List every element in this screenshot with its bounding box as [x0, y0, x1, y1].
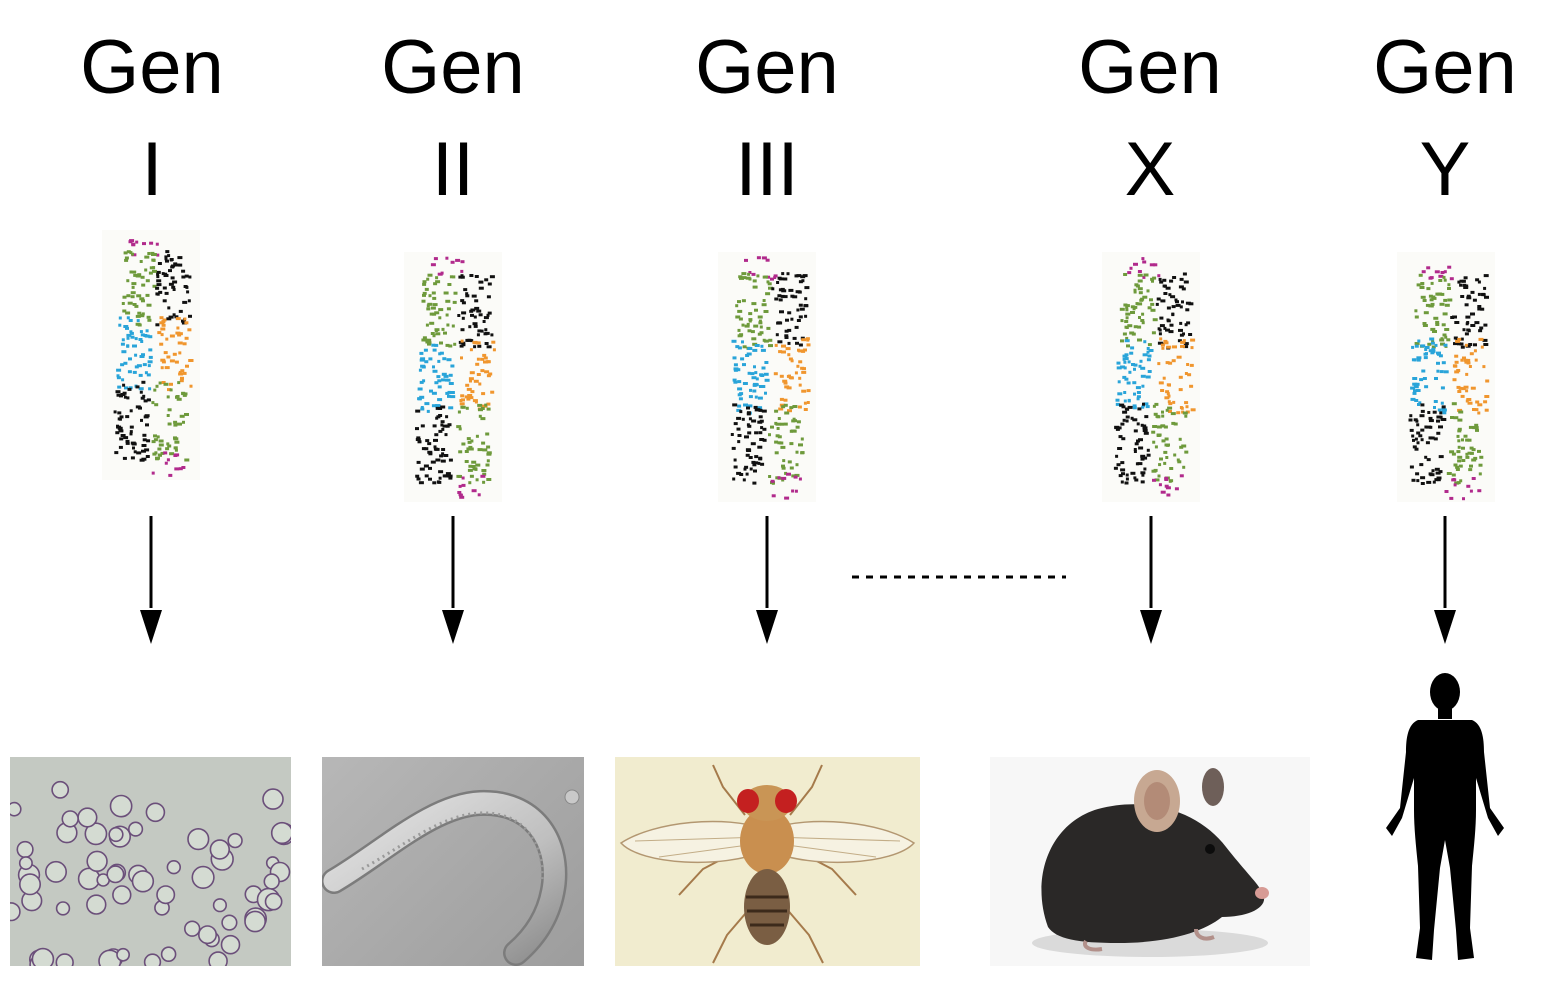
rna-structure-icon [1397, 252, 1495, 502]
gen-2-numeral: II [431, 127, 475, 212]
mouse-photo [990, 757, 1310, 966]
gen-y-numeral: Y [1419, 127, 1471, 212]
rna-structure-icon [404, 252, 502, 502]
human-silhouette-icon [1386, 673, 1504, 960]
gen-3-word: Gen [695, 25, 839, 110]
fruit-fly-photo [615, 757, 920, 966]
down-arrow-icon [756, 516, 778, 644]
yeast-cells-photo [10, 757, 291, 966]
rna-structure-icon [102, 230, 200, 480]
gen-y-word: Gen [1373, 25, 1517, 110]
ellipsis-dotted-line [852, 575, 1066, 579]
nematode-worm-icon [322, 789, 580, 966]
yeast-cells-icon [10, 780, 291, 966]
gen-x-word: Gen [1078, 25, 1222, 110]
rna-structure-icon [1102, 252, 1200, 502]
nematode-photo [322, 757, 584, 966]
gen-1-word: Gen [80, 25, 224, 110]
gen-2-word: Gen [381, 25, 525, 110]
down-arrow-icon [140, 516, 162, 644]
down-arrow-icon [442, 516, 464, 644]
down-arrow-icon [1140, 516, 1162, 644]
gen-3-numeral: III [735, 127, 799, 212]
gen-1-numeral: I [141, 127, 163, 212]
rna-structure-icon [718, 252, 816, 502]
mouse-icon [1032, 768, 1269, 957]
down-arrow-icon [1434, 516, 1456, 644]
fruit-fly-icon [619, 764, 916, 964]
gen-x-numeral: X [1124, 127, 1176, 212]
